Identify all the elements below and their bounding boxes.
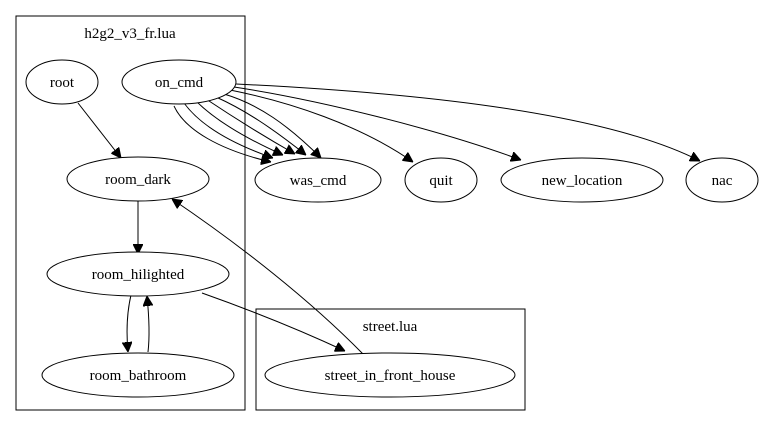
node-room-dark-label: room_dark (105, 172, 171, 188)
node-quit: quit (404, 157, 478, 203)
node-nac-shape (685, 157, 759, 203)
edge-on-cmd-was-cmd-5 (215, 96, 306, 155)
node-street-in-front-house-shape (264, 352, 516, 398)
cluster-h2g2-label: h2g2_v3_fr.lua (84, 26, 176, 42)
edge-on-cmd-was-cmd-1 (173, 105, 271, 162)
node-new-location-label: new_location (542, 173, 623, 189)
node-room-bathroom: room_bathroom (41, 352, 235, 398)
node-room-hilighted-shape (46, 251, 230, 297)
node-was-cmd-shape (254, 157, 382, 203)
node-on-cmd: on_cmd (121, 59, 237, 105)
node-room-bathroom-shape (41, 352, 235, 398)
node-root-label: root (50, 75, 75, 91)
node-room-hilighted-label: room_hilighted (92, 267, 185, 283)
node-street-in-front-house: street_in_front_house (264, 352, 516, 398)
node-on-cmd-shape (121, 59, 237, 105)
edge-on-cmd-was-cmd-6 (223, 93, 321, 158)
node-nac-label: nac (712, 173, 733, 189)
node-room-dark-shape (66, 156, 210, 202)
edge-room-bathroom-room-hilighted (147, 296, 149, 353)
edge-room-hilighted-room-bathroom (127, 294, 131, 352)
cluster-street: street.lua (255, 308, 526, 411)
node-room-hilighted: room_hilighted (46, 251, 230, 297)
edge-on-cmd-was-cmd-4 (205, 98, 295, 154)
node-on-cmd-label: on_cmd (155, 75, 204, 91)
cluster-street-label: street.lua (363, 319, 418, 335)
node-was-cmd-label: was_cmd (290, 173, 347, 189)
cluster-h2g2: h2g2_v3_fr.lua (15, 15, 246, 411)
edge-on-cmd-quit (229, 89, 413, 162)
node-nac: nac (685, 157, 759, 203)
edge-street-room-dark (172, 199, 364, 355)
node-root: root (25, 59, 99, 105)
edge-on-cmd-nac (235, 83, 700, 161)
node-room-bathroom-label: room_bathroom (90, 368, 187, 384)
edge-on-cmd-new-location (233, 86, 521, 160)
cluster-street-box (255, 308, 526, 411)
edges (77, 83, 700, 355)
node-new-location: new_location (500, 157, 664, 203)
edge-room-hilighted-street (201, 292, 345, 351)
node-quit-label: quit (429, 173, 453, 189)
node-street-in-front-house-label: street_in_front_house (325, 368, 456, 384)
edge-on-cmd-was-cmd-3 (195, 100, 283, 155)
node-quit-shape (404, 157, 478, 203)
edge-on-cmd-was-cmd-2 (183, 102, 273, 158)
cluster-h2g2-box (15, 15, 246, 411)
node-room-dark: room_dark (66, 156, 210, 202)
node-root-shape (25, 59, 99, 105)
node-was-cmd: was_cmd (254, 157, 382, 203)
edge-root-room-dark (77, 102, 121, 158)
node-new-location-shape (500, 157, 664, 203)
